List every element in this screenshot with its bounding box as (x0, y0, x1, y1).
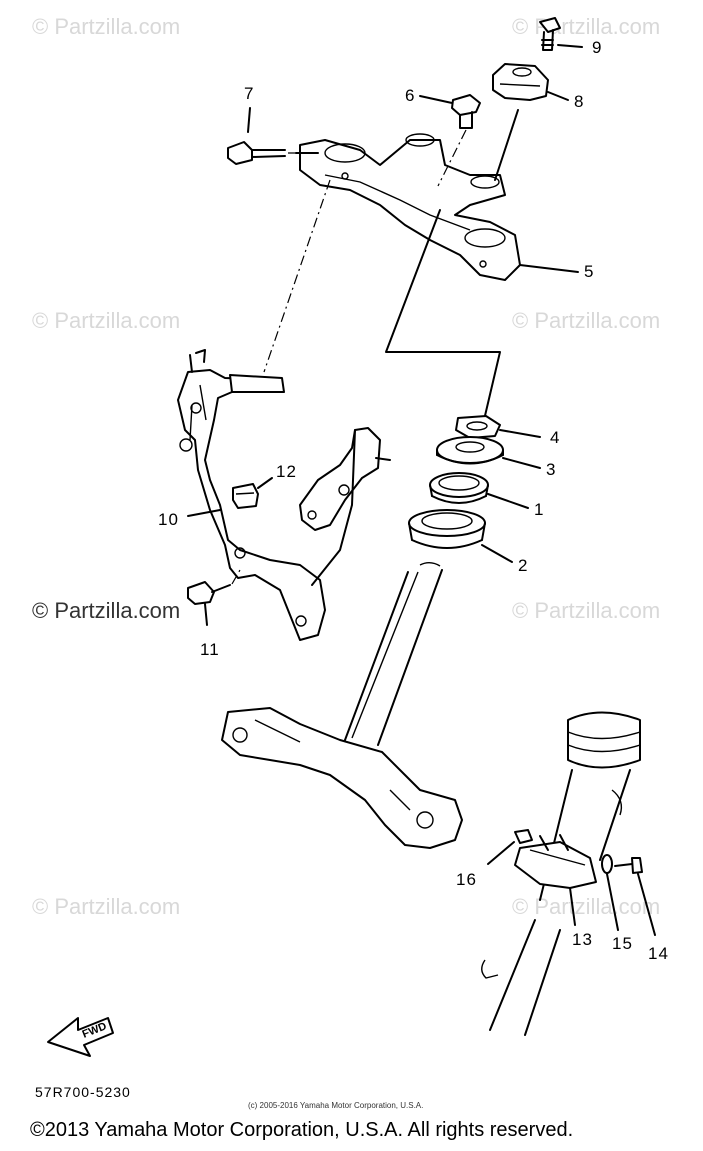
callout-10: 10 (158, 510, 179, 529)
callout-14: 14 (648, 944, 669, 963)
footer-copyright: ©2013 Yamaha Motor Corporation, U.S.A. A… (30, 1119, 574, 1141)
bolt-9 (539, 17, 561, 51)
callout-13: 13 (572, 930, 593, 949)
watermark: © Partzilla.com (512, 598, 661, 623)
leader-line (502, 457, 541, 469)
bolt-6 (437, 94, 481, 187)
leader-line (547, 91, 569, 101)
bearing-2 (408, 509, 486, 549)
callout-8: 8 (574, 92, 585, 111)
nut-16 (487, 829, 533, 865)
watermark: © Partzilla.com (512, 14, 661, 39)
callout-9: 9 (592, 38, 603, 57)
callout-5: 5 (584, 262, 595, 281)
callout-7: 7 (244, 84, 255, 103)
guide-13 (514, 834, 597, 926)
front-fork (481, 711, 641, 1036)
stay-10-right-arm (299, 427, 391, 586)
leader-line (499, 429, 541, 438)
watermark: © Partzilla.com (512, 308, 661, 333)
leader-line (487, 493, 529, 509)
watermark-prominent: © Partzilla.com (32, 598, 181, 623)
leader-line (481, 544, 513, 563)
small-copyright: (c) 2005-2016 Yamaha Motor Corporation, … (248, 1101, 424, 1110)
bearing-1 (429, 472, 489, 504)
diagram-code: 57R700-5230 (35, 1084, 131, 1100)
bolt-7 (227, 107, 318, 165)
fwd-arrow-icon: FWD (47, 1017, 114, 1057)
leader-line (187, 509, 221, 517)
callout-3: 3 (546, 460, 557, 479)
steering-stem (221, 562, 463, 849)
stay-10 (177, 349, 326, 641)
leader-line (519, 264, 579, 273)
clamp-cap-8 (492, 63, 549, 181)
grommet-12 (232, 477, 273, 509)
screw-14 (614, 857, 656, 936)
watermark: © Partzilla.com (32, 14, 181, 39)
callout-2: 2 (518, 556, 529, 575)
callout-4: 4 (550, 428, 561, 447)
upper-bracket (299, 133, 521, 281)
leader-line (557, 44, 583, 48)
watermark: © Partzilla.com (32, 894, 181, 919)
callout-16: 16 (456, 870, 477, 889)
leader-line (263, 179, 331, 373)
leader-line (419, 95, 453, 104)
leader-line (385, 209, 501, 421)
callout-6: 6 (405, 86, 416, 105)
watermark: © Partzilla.com (512, 894, 661, 919)
callout-12: 12 (276, 462, 297, 481)
callout-1: 1 (534, 500, 545, 519)
watermark: © Partzilla.com (32, 308, 181, 333)
washer-3 (436, 436, 504, 465)
ring-nut-4 (455, 415, 501, 439)
callout-15: 15 (612, 934, 633, 953)
bolt-11 (187, 569, 241, 626)
callout-11: 11 (200, 640, 220, 659)
washer-15 (601, 854, 619, 931)
